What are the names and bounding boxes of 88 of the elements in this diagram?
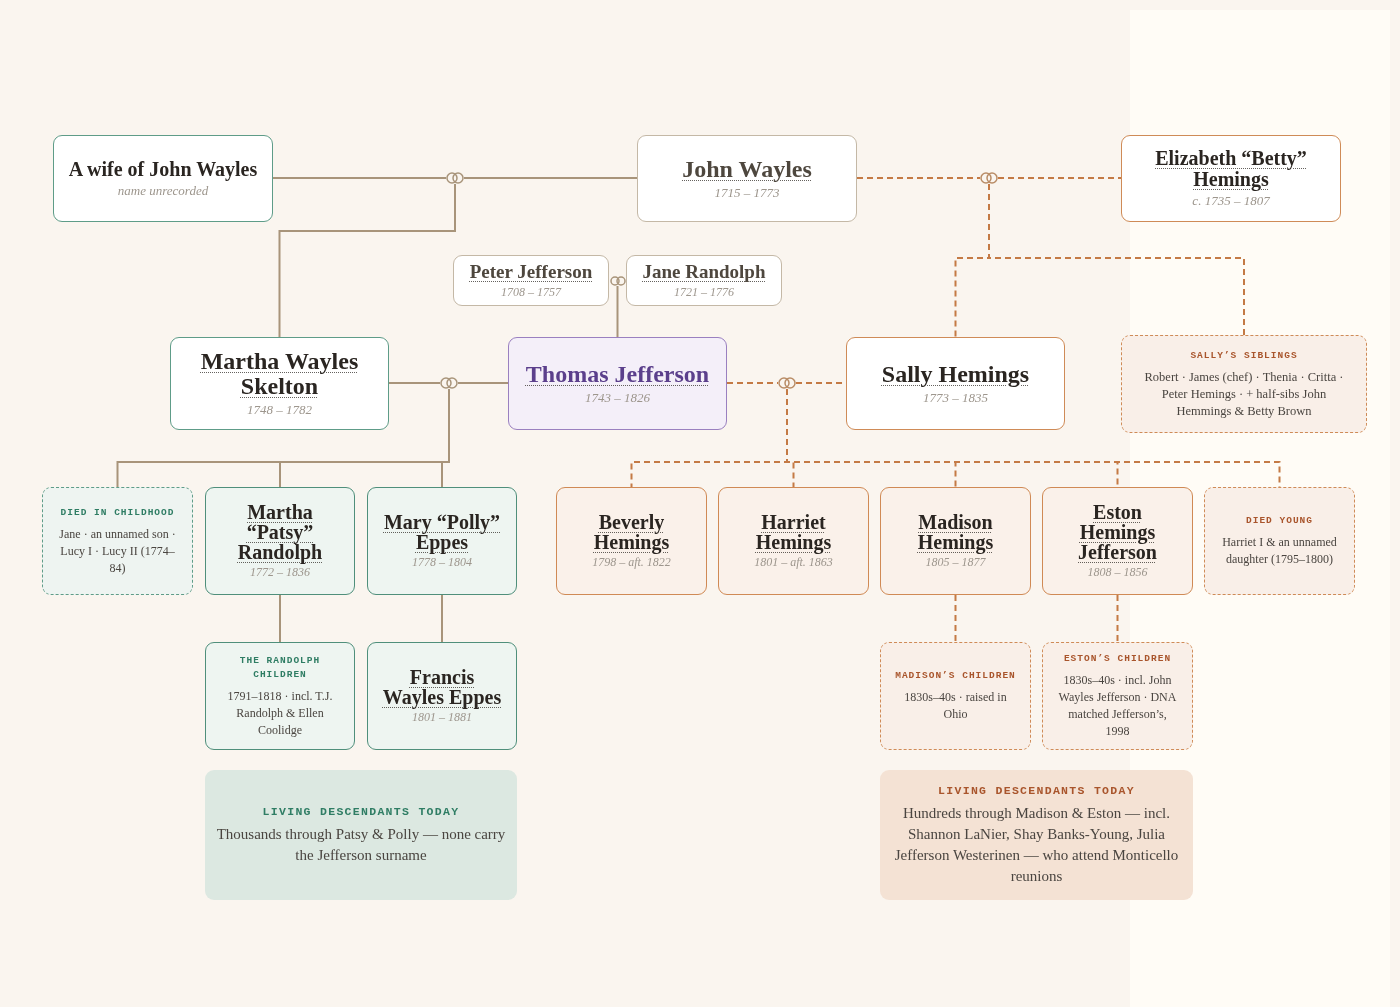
life-dates: 1743 – 1826 — [585, 388, 650, 406]
note-text: Harriet I & an unnamed daughter (1795–1800) — [1221, 534, 1338, 568]
marriage-line — [457, 382, 509, 384]
note-card — [42, 487, 193, 595]
descent-line — [1116, 594, 1119, 643]
marriage-line — [726, 382, 779, 384]
rings-icon — [440, 377, 458, 389]
note-text: 1830s–40s · incl. John Wayles Jefferson · DNA matched Jefferson’s, 1998 — [1057, 672, 1178, 740]
person-name: Madison Hemings — [916, 512, 995, 552]
person-card — [367, 642, 517, 750]
category-label: DIED YOUNG — [1246, 514, 1313, 528]
person-name: Elizabeth “Betty” Hemings — [1154, 148, 1308, 190]
life-dates: 1715 – 1773 — [714, 183, 780, 201]
person-card — [170, 337, 389, 430]
note-text: Robert · James (chef) · Thenia · Critta · Peter Hemings · + half-sibs John Hemmings & Betty Brown — [1143, 368, 1345, 420]
life-dates: 1778 – 1804 — [412, 554, 472, 570]
person-name: A wife of John Wayles — [68, 158, 258, 180]
person-name: Martha “Patsy” Randolph — [236, 502, 324, 562]
person-name: John Wayles — [682, 156, 812, 182]
person-name: Beverly Hemings — [592, 512, 671, 552]
rings-icon — [980, 172, 998, 184]
note-card — [1121, 335, 1367, 433]
marriage-line — [997, 177, 1122, 179]
note-text: Jane · an unnamed son · Lucy I · Lucy II (1774–84) — [58, 525, 177, 577]
category-label: DIED IN CHILDHOOD — [60, 505, 175, 520]
person-card — [556, 487, 707, 595]
person-card — [367, 487, 517, 595]
rings-icon — [446, 172, 464, 184]
person-card — [626, 255, 782, 306]
life-dates: 1798 – aft. 1822 — [592, 554, 671, 570]
note-card — [880, 642, 1031, 750]
descent-line — [441, 388, 450, 488]
descent-line — [278, 183, 456, 338]
marriage-line — [272, 177, 447, 179]
person-card — [53, 135, 273, 222]
person-card — [637, 135, 857, 222]
note-card — [1042, 642, 1193, 750]
note-text: Thousands through Patsy & Polly — none carry the Jefferson surname — [215, 825, 507, 865]
rings-icon — [609, 276, 626, 286]
person-name: Thomas Jefferson — [525, 361, 710, 387]
note-card — [205, 642, 355, 750]
life-dates: 1801 – aft. 1863 — [754, 554, 833, 570]
life-dates: c. 1735 – 1807 — [1192, 192, 1270, 209]
category-label: THE RANDOLPH CHILDREN — [238, 653, 322, 682]
life-dates: 1748 – 1782 — [247, 401, 312, 418]
note-text: 1791–1818 · incl. T.J. Randolph & Ellen Coolidge — [226, 687, 334, 739]
category-label: LIVING DESCENDANTS TODAY — [262, 804, 460, 819]
marriage-line — [388, 382, 441, 384]
descendants-panel — [880, 770, 1193, 900]
person-card — [508, 337, 727, 430]
life-dates: 1708 – 1757 — [501, 283, 561, 300]
person-card — [1042, 487, 1193, 595]
life-dates: 1721 – 1776 — [674, 283, 734, 300]
person-card — [453, 255, 609, 306]
person-card — [846, 337, 1065, 430]
note-text: Hundreds through Madison & Eston — incl. Shannon LaNier, Shay Banks-Young, Julia Jefferson Westerinen — who attend Monticello reunions — [893, 804, 1180, 886]
descendants-panel — [205, 770, 517, 900]
person-name: Eston Hemings Jefferson — [1077, 502, 1158, 562]
descent-line — [279, 594, 281, 643]
category-label: SALLY’S SIBLINGS — [1190, 348, 1298, 363]
note-text: 1830s–40s · raised in Ohio — [903, 689, 1008, 723]
person-card — [718, 487, 869, 595]
person-card — [1121, 135, 1341, 222]
descent-line — [616, 285, 619, 338]
life-dates: 1808 – 1856 — [1087, 564, 1148, 580]
person-card — [205, 487, 355, 595]
person-name: Martha Wayles Skelton — [199, 349, 360, 399]
marriage-line — [856, 177, 981, 179]
person-name: Harriet Hemings — [754, 512, 833, 552]
caption-text: name unrecorded — [117, 181, 209, 199]
person-name: Francis Wayles Eppes — [382, 667, 502, 707]
descent-line — [441, 594, 443, 643]
life-dates: 1801 – 1881 — [412, 709, 472, 725]
category-label: ESTON’S CHILDREN — [1063, 652, 1172, 666]
life-dates: 1805 – 1877 — [925, 554, 986, 570]
category-label: LIVING DESCENDANTS TODAY — [938, 783, 1135, 798]
person-name: Mary “Polly” Eppes — [382, 512, 502, 552]
person-name: Jane Randolph — [642, 261, 766, 282]
category-label: MADISON’S CHILDREN — [895, 669, 1016, 683]
note-card — [1204, 487, 1355, 595]
life-dates: 1773 – 1835 — [923, 388, 988, 406]
marriage-line — [463, 177, 638, 179]
person-card — [880, 487, 1031, 595]
rings-icon — [778, 377, 796, 389]
descent-line — [954, 594, 957, 643]
person-name: Peter Jefferson — [469, 261, 593, 282]
life-dates: 1772 – 1836 — [250, 564, 310, 580]
person-name: Sally Hemings — [881, 361, 1030, 387]
